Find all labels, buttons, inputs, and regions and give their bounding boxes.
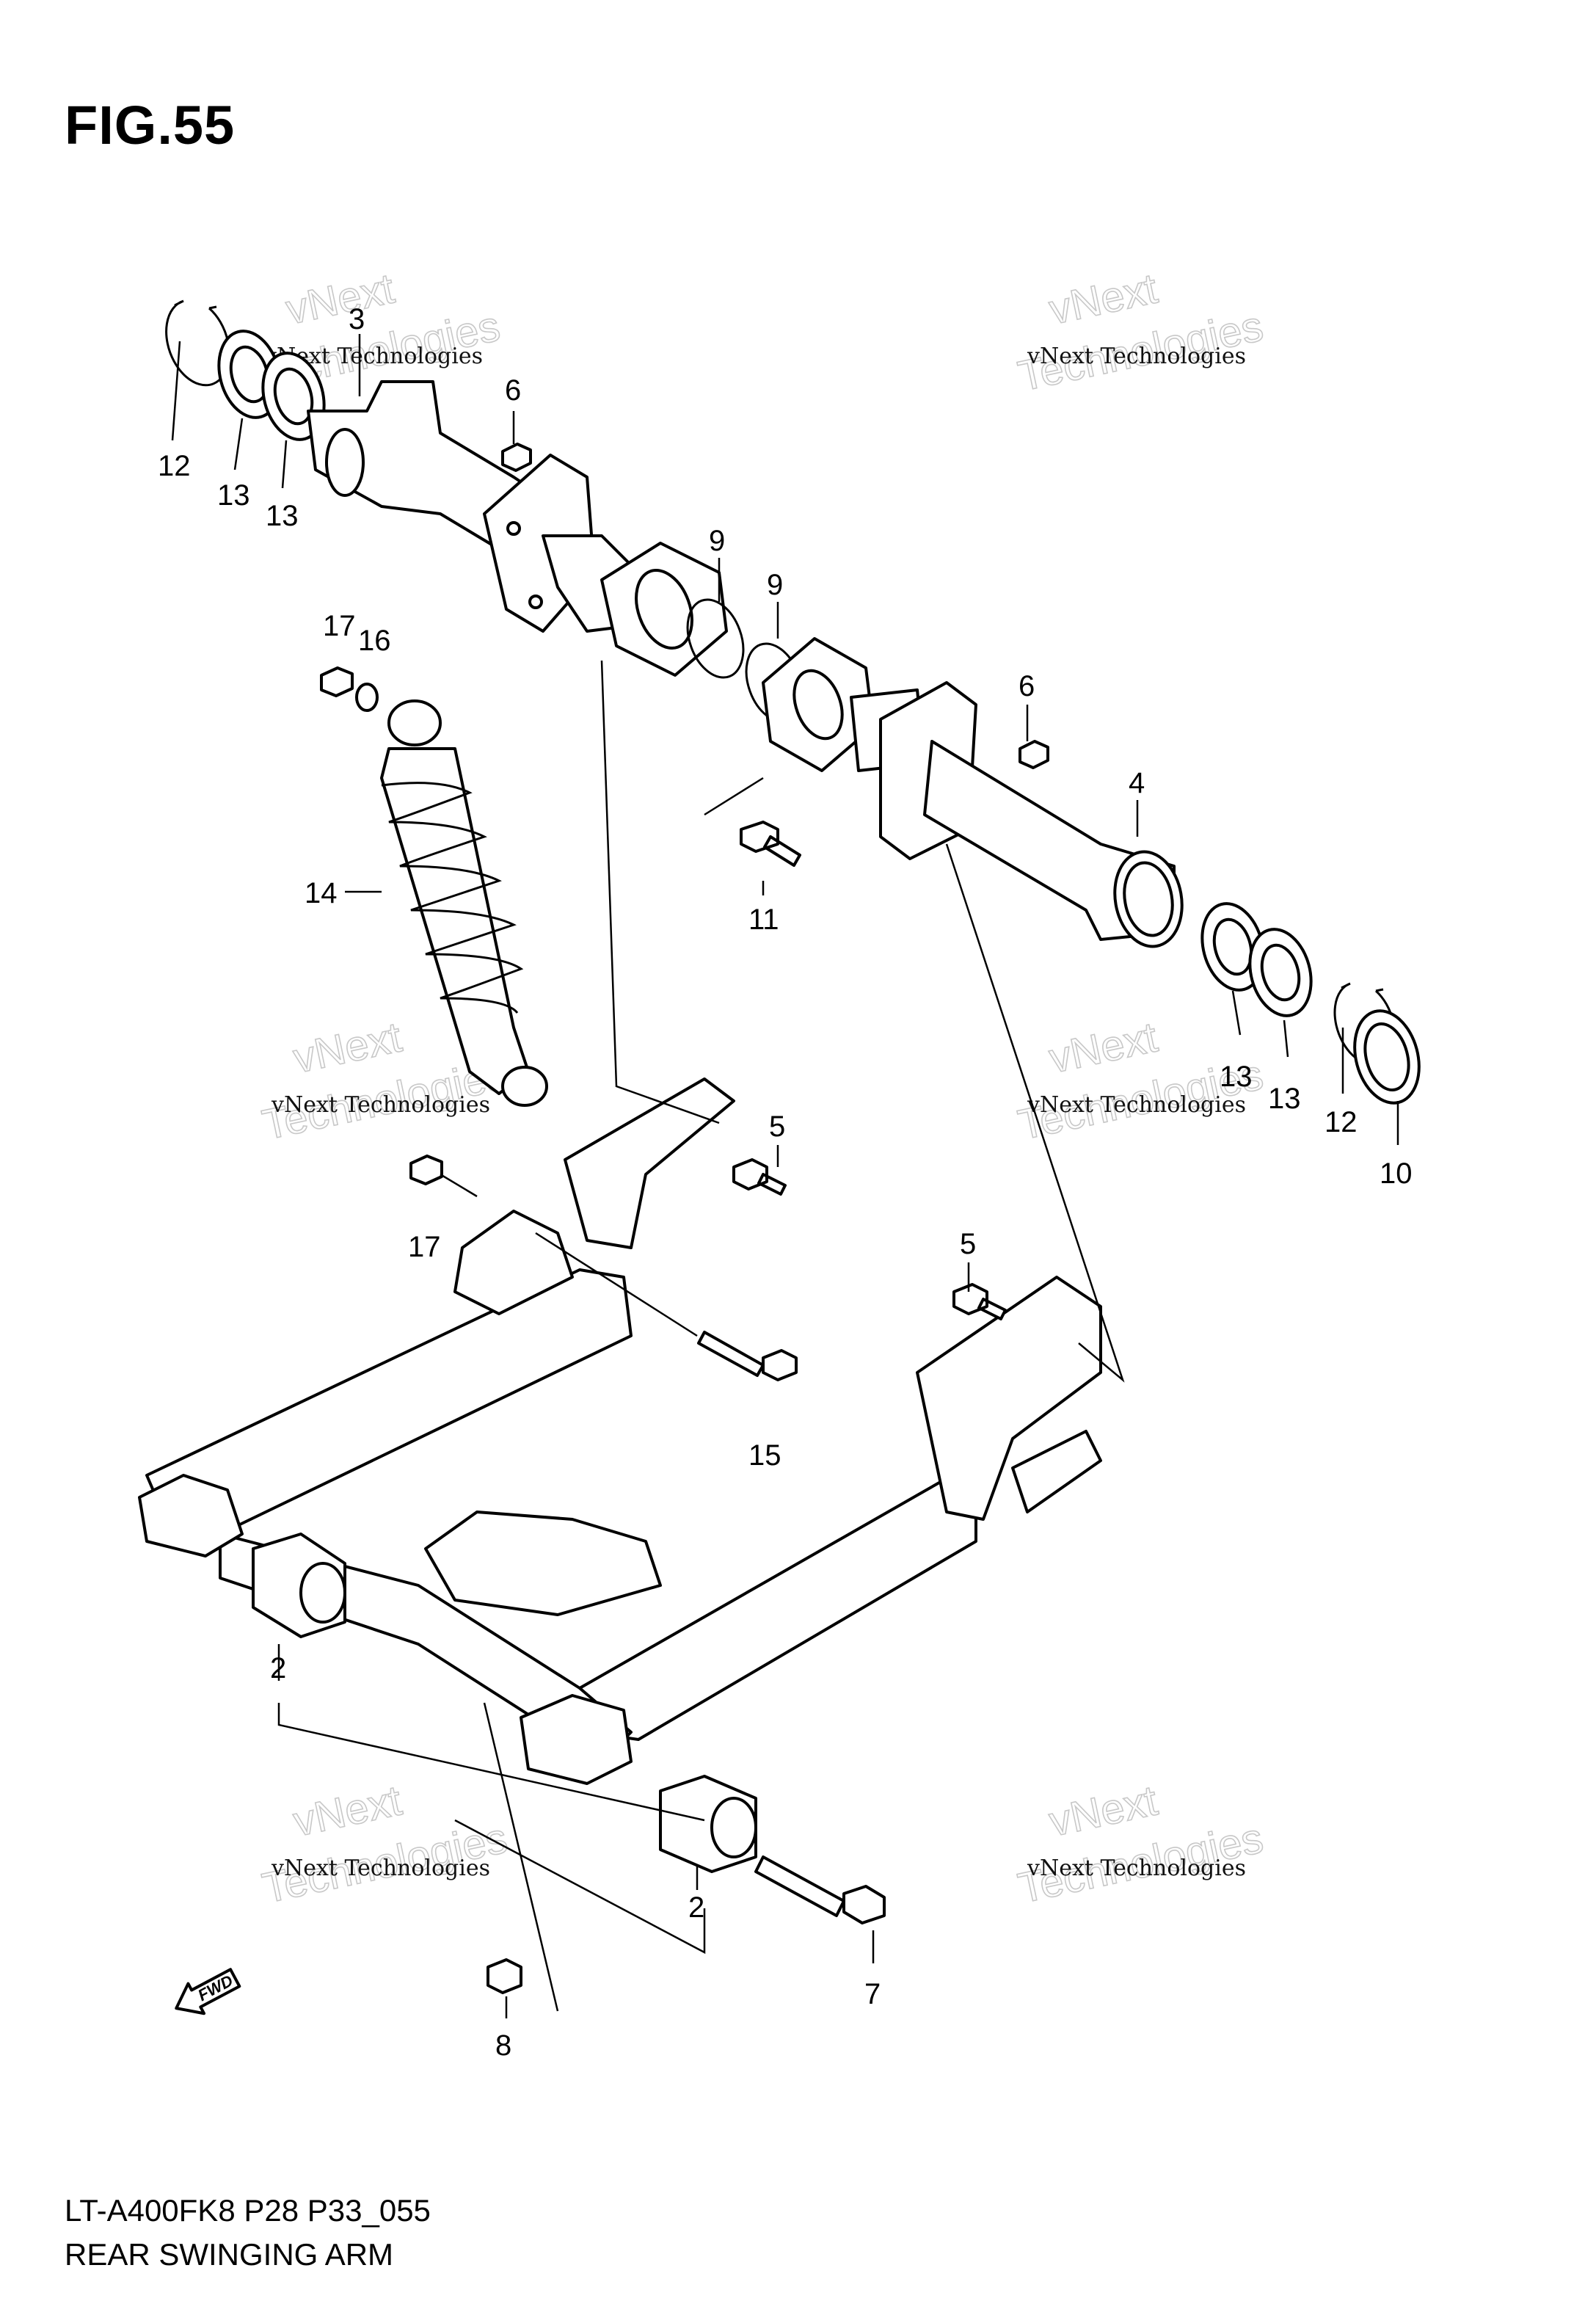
watermark-top-right: vNext Technologies vNext Technologies — [1013, 264, 1267, 401]
nut-8 — [487, 1958, 522, 1994]
callout-17-bottom: 17 — [408, 1231, 441, 1263]
nut-6-right — [1019, 740, 1049, 769]
bearing-13-left-inner-hole — [273, 367, 314, 426]
swing-arm-right-beam — [578, 1481, 977, 1741]
svg-text:vNext Technologies: vNext Technologies — [1027, 343, 1246, 369]
callout-15: 15 — [748, 1439, 781, 1472]
callout-11: 11 — [748, 904, 779, 936]
callout-6-right: 6 — [1019, 670, 1035, 702]
nut-6-left — [501, 443, 532, 472]
ref-line-12-left — [171, 341, 181, 441]
rear-axle-bracket-lower — [1011, 1430, 1102, 1513]
callout-2-right: 2 — [688, 1891, 704, 1924]
swing-arm-main — [138, 1077, 1102, 1785]
bearing-13-right-b-inner — [1260, 943, 1301, 1002]
bolt-11 — [740, 821, 801, 867]
svg-text:vNext: vNext — [289, 1776, 406, 1845]
callout-16: 16 — [358, 625, 391, 657]
model-code: LT-A400FK8 P28 P33_055 — [65, 2193, 431, 2228]
shock-top-eye — [387, 699, 442, 746]
callout-17-top: 17 — [323, 610, 356, 642]
svg-text:vNext: vNext — [289, 1013, 406, 1082]
shock-spring — [381, 782, 524, 1014]
bolt-15 — [697, 1331, 798, 1381]
callout-13-c: 13 — [1220, 1061, 1253, 1093]
svg-text:vNext Technologies: vNext Technologies — [1027, 1855, 1246, 1881]
callout-3: 3 — [349, 303, 365, 335]
svg-text:vNext Technologies: vNext Technologies — [271, 1855, 490, 1881]
ref-line-13-c — [1231, 990, 1242, 1036]
ref-line-bolt-11 — [704, 777, 764, 816]
washer-16 — [355, 683, 379, 712]
front-bush-left — [138, 1474, 244, 1557]
center-cradle — [424, 1511, 662, 1616]
upper-bracket — [564, 1077, 735, 1249]
figure-title: FIG.55 — [65, 95, 236, 156]
pivot-housing-3-end — [325, 428, 365, 497]
svg-text:vNext: vNext — [1045, 1013, 1162, 1082]
shock-bottom-eye — [501, 1066, 548, 1107]
callout-6-left: 6 — [505, 374, 521, 407]
callout-9-left: 9 — [709, 525, 725, 557]
rear-axle-bracket — [916, 1276, 1102, 1521]
ref-line-bushing-left — [277, 1703, 705, 1822]
ref-line-15 — [535, 1232, 698, 1337]
callout-13-d: 13 — [1268, 1083, 1301, 1115]
callout-2-left: 2 — [270, 1652, 286, 1684]
bolt-5-lower — [952, 1283, 1007, 1320]
rear-shock-absorber — [320, 666, 548, 1185]
callout-10: 10 — [1380, 1157, 1413, 1190]
svg-text:vNext: vNext — [282, 264, 398, 333]
ref-line-17 — [440, 1173, 478, 1198]
callout-5-lower: 5 — [960, 1228, 976, 1260]
shock-top-nut-17 — [320, 666, 354, 697]
callout-14: 14 — [305, 877, 338, 909]
callout-12-right: 12 — [1324, 1106, 1358, 1138]
shock-bottom-nut-17 — [409, 1155, 443, 1185]
callout-8: 8 — [495, 2029, 511, 2062]
ref-line-bushing-right — [454, 1819, 706, 1955]
bushing-2-right-end — [710, 1797, 757, 1858]
ref-line-13-d — [1283, 1019, 1289, 1058]
ref-line-left-pivot — [600, 660, 720, 1124]
callout-4: 4 — [1129, 767, 1145, 799]
fwd-arrow-shape — [175, 1968, 241, 2015]
front-bush-right — [520, 1694, 633, 1785]
bearing-13-right-a-inner — [1212, 917, 1253, 976]
callout-labels: 3 12 13 13 6 9 9 17 16 6 4 14 11 13 13 1… — [158, 303, 1413, 2062]
callout-7: 7 — [864, 1978, 881, 2010]
ref-line-nut-8 — [483, 1702, 559, 2012]
shaft-right-flange-bore — [792, 669, 844, 741]
callout-12-left: 12 — [158, 450, 191, 482]
left-pivot-assembly — [165, 299, 745, 679]
callout-13-a: 13 — [217, 479, 250, 512]
ref-line-13-a — [233, 418, 244, 470]
svg-text:vNext Technologies: vNext Technologies — [271, 1092, 490, 1118]
reference-lines — [171, 334, 1399, 2018]
callout-9-right: 9 — [767, 569, 783, 601]
bolt-5-upper — [732, 1158, 787, 1196]
bushings-and-bolts — [252, 1158, 1007, 1994]
fwd-direction-arrow: FWD — [175, 1968, 241, 2015]
dust-seal-10-inner — [1363, 1022, 1410, 1092]
svg-text:vNext: vNext — [1045, 264, 1162, 333]
part-name-caption: REAR SWINGING ARM — [65, 2237, 394, 2272]
ref-line-13-b — [281, 440, 288, 489]
svg-text:vNext Technologies: vNext Technologies — [1027, 1092, 1246, 1118]
ref-line-right-pivot — [945, 843, 1125, 1383]
watermark-bottom-left: vNext Technologies vNext Technologies — [258, 1776, 511, 1913]
flange-bolt-hole — [506, 521, 521, 536]
shaft-center-flange-bore — [635, 568, 693, 650]
pivot-tube-4-end-inner — [1123, 861, 1174, 937]
pivot-bolt-7 — [754, 1855, 886, 1924]
svg-text:vNext: vNext — [1045, 1776, 1162, 1845]
o-ring-9-left — [686, 598, 745, 679]
right-pivot-assembly — [740, 637, 1421, 1105]
callout-13-b: 13 — [266, 500, 299, 532]
callout-5-upper: 5 — [769, 1110, 785, 1143]
flange-bolt-hole — [528, 595, 543, 609]
bushing-2-left-end — [299, 1562, 346, 1624]
watermark-bottom-right: vNext Technologies vNext Technologies — [1013, 1776, 1267, 1913]
